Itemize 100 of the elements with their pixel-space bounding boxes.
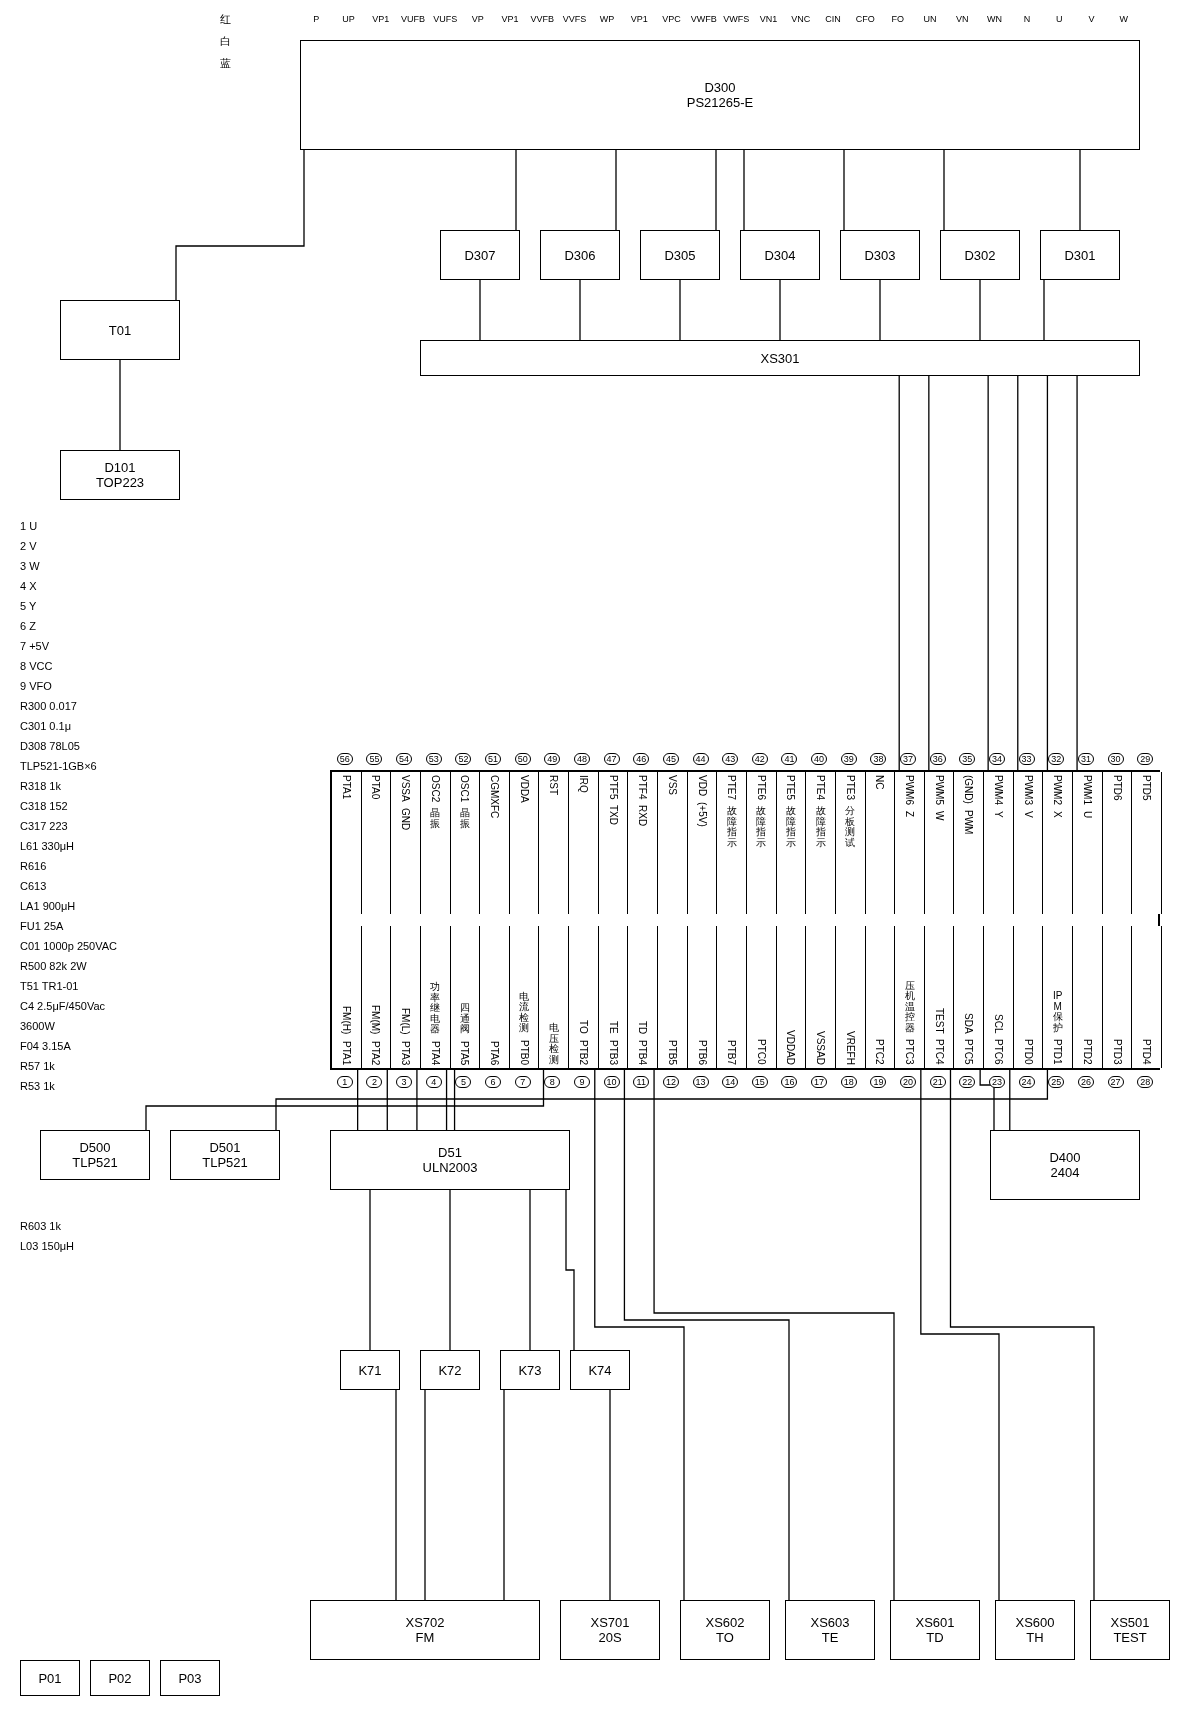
wire [943,149,945,231]
component-label: R616 [20,860,47,872]
part-value: TE [821,1630,839,1645]
pin-label: VUFB [400,14,427,24]
part-designator: D501 [209,1140,241,1155]
pin-number: 43 [722,753,739,765]
pin-label: 8 VCC [20,660,53,672]
component-label: C301 0.1μ [20,720,71,732]
pin-function: PTC2 [874,1039,886,1065]
pin-function: TE [607,1021,619,1034]
pin-name: OSC1 [459,775,471,803]
part-designator: D51 [438,1145,462,1160]
wire [879,279,881,341]
wire [679,279,681,341]
pin-name: PTB3 [607,1040,619,1065]
pin-name: PWM5 [933,775,945,805]
part-designator: XS603 [810,1615,850,1630]
part-value: 20S [598,1630,622,1645]
pin-function: PTB7 [726,1040,738,1065]
pin-name: PTD1 [1052,1039,1064,1065]
wire-colour-label: 红 [220,12,231,27]
wire [1043,279,1045,341]
pin-function: Z [904,811,915,818]
pin-function: FM(L) [400,1008,412,1035]
pin-number: 7 [514,1076,531,1088]
pin-label: VP [470,14,485,24]
part-designator: D302 [964,247,996,263]
pin-number: 40 [811,753,828,765]
pin-function: SCL [992,1014,1004,1034]
pin-number: 44 [692,753,709,765]
part-designator: XS701 [590,1615,630,1630]
wire-colour-label: 蓝 [220,56,231,71]
pin-number: 21 [929,1076,946,1088]
pin-name: PWM3 [1022,775,1034,805]
pin-number: 28 [1137,1076,1154,1088]
pin-number: 22 [959,1076,976,1088]
pin-number: 25 [1048,1076,1065,1088]
pin-name: PWM4 [992,775,1004,805]
pin-function: GND [400,807,412,830]
wire [1017,375,1019,773]
part-value: FM [415,1630,435,1645]
pin-function: TEST [933,1007,945,1034]
pin-function: V [1022,811,1034,818]
part-value: TOP223 [95,475,145,490]
pin-label: VVFB [529,14,556,24]
part-designator: D305 [664,247,696,263]
pin-name: PTA2 [370,1040,382,1065]
part-designator: XS600 [1015,1615,1055,1630]
part-value: ULN2003 [422,1160,478,1175]
relay-box [570,1350,630,1390]
component-label: R500 82k 2W [20,960,87,972]
component-label: R603 1k [20,1220,61,1232]
pin-function: FM(M) [370,1005,382,1035]
pin-number: 29 [1137,753,1154,765]
wire [449,1189,451,1351]
pin-label: 5 Y [20,600,37,612]
wire [579,279,581,341]
pin-function: 功率继电器 [429,982,442,1035]
pin-function: VREFH [844,1031,856,1065]
pin-name: PTE4 [815,775,827,800]
component-label: R300 0.017 [20,700,77,712]
pin-label: N [1022,14,1032,24]
part-designator: D301 [1064,247,1096,263]
component-label: 3600W [20,1020,55,1032]
pin-function: PTA0 [370,775,382,800]
pin-function: 晶振 [429,808,442,830]
pin-function: SDA [963,1012,975,1034]
pin-label: CIN [824,14,842,24]
relay-box [500,1350,560,1390]
connector-box [420,340,1140,376]
pin-function: PTD5 [1141,775,1153,801]
pin-function: X [1052,811,1064,818]
wire [395,1389,397,1601]
pin-function: TXD [607,805,619,826]
pin-number: 35 [959,753,976,765]
part-designator: P01 [38,1670,62,1686]
pin-label: WP [598,14,616,24]
part-value: TH [1026,1630,1044,1645]
part-designator: D304 [764,247,796,263]
pin-number: 18 [840,1076,857,1088]
pin-label: VUFS [432,14,459,24]
pin-name: PTE5 [785,775,797,800]
pin-function: 分板测试 [844,806,857,848]
pin-number: 47 [603,753,620,765]
ipm-module-box [300,40,1140,150]
wire [565,1189,575,1351]
pin-label: 1 U [20,520,38,532]
terminal-box [90,1660,150,1696]
pin-name: OSC2 [429,775,441,803]
connector-box [310,1600,540,1660]
pin-number: 30 [1107,753,1124,765]
part-designator: XS501 [1110,1615,1150,1630]
connector-box [680,1600,770,1660]
eeprom-chip-box [990,1130,1140,1200]
pin-function: PTB6 [696,1040,708,1065]
pin-label: 7 +5V [20,640,50,652]
pin-number: 27 [1107,1076,1124,1088]
wire [843,149,845,231]
pin-number: 9 [573,1076,590,1088]
wire [779,279,781,341]
